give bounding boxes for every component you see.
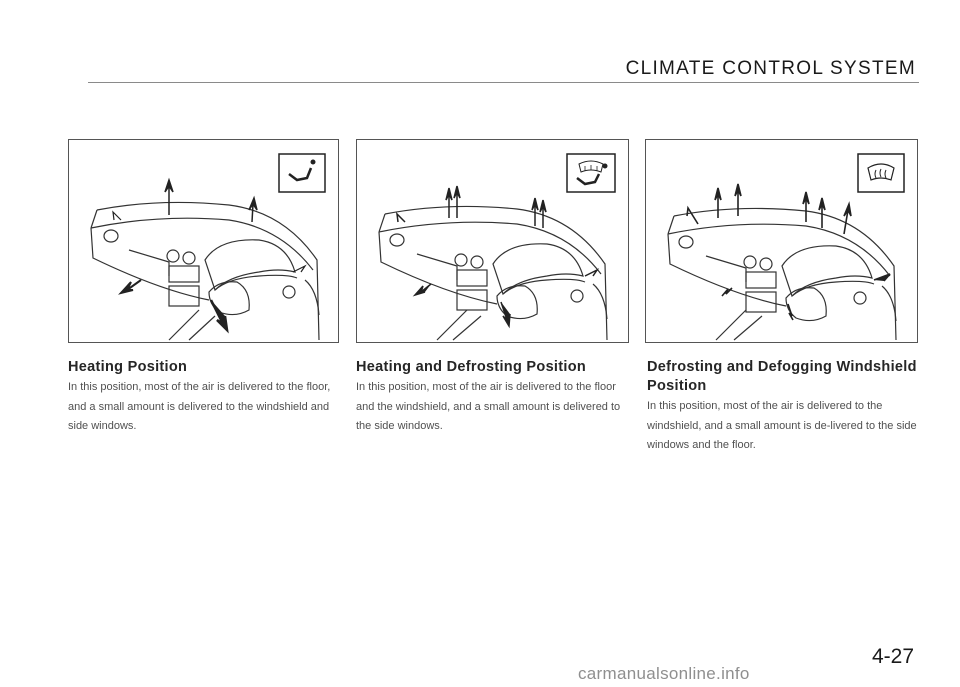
heat-mode-icon	[278, 153, 326, 193]
dashboard-heating-diagram	[90, 153, 326, 341]
heating-title: Heating Position	[68, 359, 188, 375]
heating-description: In this position, most of the air is del…	[68, 381, 331, 432]
page-number: 4-27	[872, 645, 915, 668]
defrosting-title: Defrosting and Defogging Windshield Posi…	[647, 359, 917, 394]
dashboard-heat-defrost-diagram	[378, 153, 616, 341]
defrosting-illustration	[645, 139, 918, 343]
watermark: carmanualsonline.info	[578, 664, 750, 683]
heating-illustration	[68, 139, 339, 343]
dashboard-defrost-diagram	[667, 153, 905, 341]
heating-defrosting-description: In this position, most of the air is del…	[356, 381, 621, 432]
airflow-arrows	[112, 177, 307, 334]
heating-defrosting-caption: Heating and Defrosting Position In this …	[356, 358, 634, 437]
section-title: CLIMATE CONTROL SYSTEM	[625, 58, 916, 79]
heat-defrost-mode-icon	[566, 153, 616, 193]
defrosting-description: In this position, most of the air is del…	[647, 400, 917, 451]
defrost-mode-icon	[857, 153, 905, 193]
header-divider	[88, 82, 919, 83]
heating-caption: Heating Position In this position, most …	[68, 358, 343, 437]
defrosting-caption: Defrosting and Defogging Windshield Posi…	[647, 358, 922, 456]
heating-defrosting-title: Heating and Defrosting Position	[356, 359, 587, 375]
airflow-arrows	[395, 185, 600, 329]
heating-defrosting-illustration	[356, 139, 629, 343]
airflow-arrows	[686, 183, 891, 321]
